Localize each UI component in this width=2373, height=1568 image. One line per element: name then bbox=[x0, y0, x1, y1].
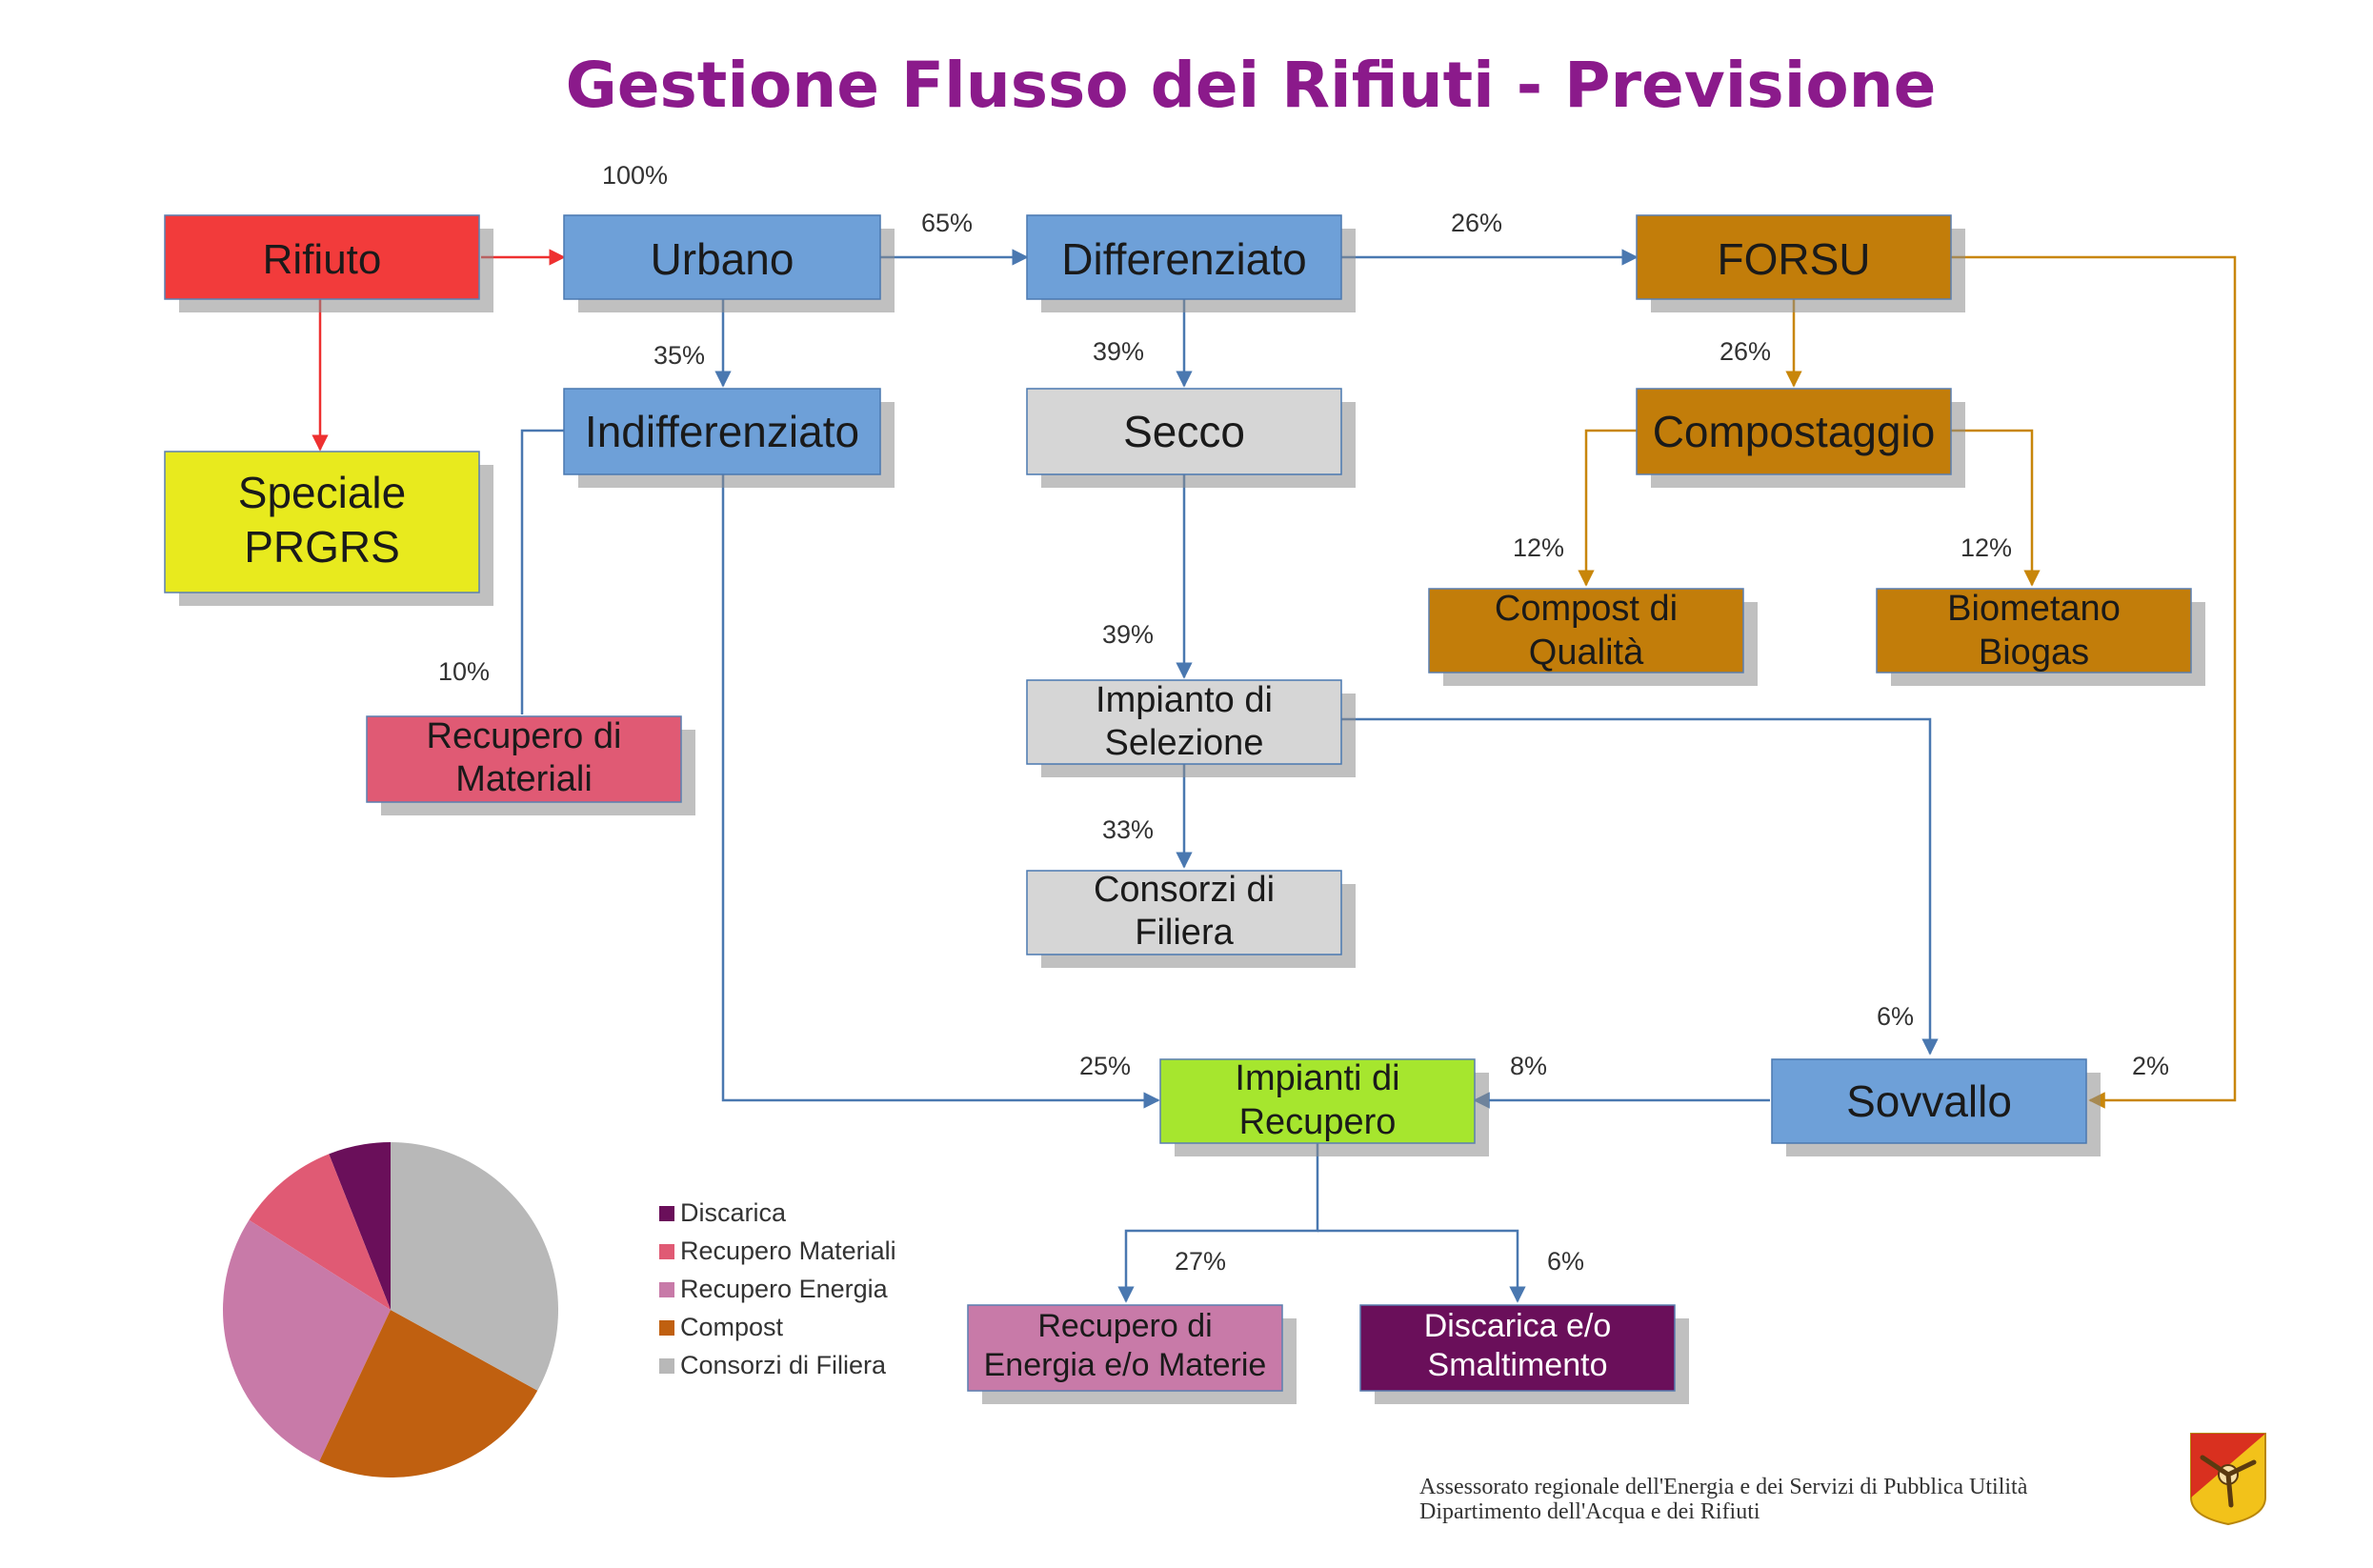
node-sovvallo: Sovvallo bbox=[1771, 1058, 2101, 1156]
node-consorzi-filiera-line2: Filiera bbox=[1135, 913, 1234, 953]
pct-urbano-total: 100% bbox=[602, 161, 668, 190]
legend-label: Discarica bbox=[680, 1198, 787, 1227]
node-forsu: FORSU bbox=[1636, 214, 1965, 312]
pct-selezione-consorzi: 33% bbox=[1102, 815, 1154, 844]
footer: Assessorato regionale dell'Energia e dei… bbox=[1419, 1475, 2028, 1524]
pie-chart bbox=[223, 1142, 559, 1478]
connectors bbox=[312, 249, 2237, 1303]
connector-impianti-energia bbox=[1117, 1143, 1319, 1303]
node-recupero-materiali-line2: Materiali bbox=[455, 759, 593, 799]
node-compostaggio-label: Compostaggio bbox=[1653, 407, 1936, 456]
node-impianto-selezione: Impianto di Selezione bbox=[1026, 679, 1356, 777]
node-urbano: Urbano bbox=[563, 214, 895, 312]
connector-compostaggio-biometano bbox=[1951, 429, 2041, 587]
node-differenziato-label: Differenziato bbox=[1061, 234, 1306, 284]
pct-differenziato-secco: 39% bbox=[1093, 337, 1144, 366]
node-biometano: Biometano Biogas bbox=[1876, 588, 2205, 686]
node-recupero-energia-line2: Energia e/o Materie bbox=[984, 1347, 1267, 1383]
legend-label: Recupero Materiali bbox=[680, 1236, 896, 1265]
node-indifferenziato-label: Indifferenziato bbox=[585, 407, 859, 456]
legend-label: Consorzi di Filiera bbox=[680, 1351, 887, 1379]
node-recupero-materiali-line1: Recupero di bbox=[427, 716, 622, 756]
node-biometano-line1: Biometano bbox=[1947, 589, 2121, 629]
legend-swatch bbox=[659, 1358, 674, 1374]
node-compost-qualita-line1: Compost di bbox=[1495, 589, 1678, 629]
node-compost-qualita-line2: Qualità bbox=[1529, 633, 1644, 673]
node-impianto-selezione-line2: Selezione bbox=[1105, 723, 1264, 763]
node-impianti-recupero-line1: Impianti di bbox=[1235, 1058, 1399, 1098]
node-impianto-selezione-line1: Impianto di bbox=[1096, 680, 1273, 720]
pct-secco-selezione: 39% bbox=[1102, 620, 1154, 649]
connector-forsu-sovvallo bbox=[1951, 255, 2237, 1109]
pct-indifferenziato-impianti: 25% bbox=[1079, 1052, 1131, 1080]
node-differenziato: Differenziato bbox=[1026, 214, 1356, 312]
node-discarica: Discarica e/o Smaltimento bbox=[1359, 1304, 1689, 1404]
node-recupero-energia: Recupero di Energia e/o Materie bbox=[967, 1304, 1297, 1404]
nodes: Rifiuto Speciale PRGRS Urbano Indifferen… bbox=[164, 214, 2205, 1404]
node-speciale-line1: Speciale bbox=[238, 468, 406, 517]
legend-swatch bbox=[659, 1320, 674, 1336]
node-sovvallo-label: Sovvallo bbox=[1846, 1076, 2012, 1126]
node-discarica-line2: Smaltimento bbox=[1428, 1347, 1608, 1383]
pct-indifferenziato-recupero: 10% bbox=[438, 657, 490, 686]
connector-compostaggio-compost bbox=[1578, 429, 1637, 587]
pct-compostaggio-compost: 12% bbox=[1513, 533, 1564, 562]
pct-urbano-differenziato: 65% bbox=[921, 209, 973, 237]
legend-swatch bbox=[659, 1206, 674, 1221]
node-biometano-line2: Biogas bbox=[1979, 633, 2089, 673]
percent-labels: 100% 65% 35% 26% 39% 26% 12% 12% 10% 39%… bbox=[438, 161, 2169, 1276]
node-rifiuto: Rifiuto bbox=[164, 214, 493, 312]
page-title: Gestione Flusso dei Rifiuti - Previsione bbox=[566, 49, 1937, 122]
node-secco-label: Secco bbox=[1123, 407, 1245, 456]
node-secco: Secco bbox=[1026, 388, 1356, 488]
node-forsu-label: FORSU bbox=[1718, 234, 1871, 284]
pct-forsu-sovvallo: 2% bbox=[2132, 1052, 2169, 1080]
connector-selezione-sovvallo bbox=[1341, 717, 1939, 1055]
pie-slice-recupero-energia bbox=[223, 1219, 391, 1462]
node-consorzi-filiera: Consorzi di Filiera bbox=[1026, 870, 1356, 968]
connector-impianti-discarica bbox=[1317, 1229, 1526, 1303]
footer-line1: Assessorato regionale dell'Energia e dei… bbox=[1419, 1475, 2028, 1499]
pct-selezione-sovvallo: 6% bbox=[1877, 1002, 1914, 1031]
trinacria-sicily-emblem-icon bbox=[2190, 1433, 2266, 1526]
legend-label: Recupero Energia bbox=[680, 1275, 889, 1303]
node-recupero-energia-line1: Recupero di bbox=[1037, 1308, 1212, 1344]
node-speciale-line2: PRGRS bbox=[244, 522, 400, 572]
footer-line2: Dipartimento dell'Acqua e dei Rifiuti bbox=[1419, 1499, 1760, 1524]
connector-indifferenziato-recupero bbox=[520, 429, 564, 714]
legend-swatch bbox=[659, 1244, 674, 1259]
node-compostaggio: Compostaggio bbox=[1636, 388, 1965, 488]
pie-slice-compost bbox=[319, 1310, 538, 1478]
node-rifiuto-label: Rifiuto bbox=[263, 236, 382, 283]
node-impianti-recupero: Impianti di Recupero bbox=[1159, 1058, 1489, 1156]
pct-urbano-indifferenziato: 35% bbox=[654, 341, 705, 370]
node-consorzi-filiera-line1: Consorzi di bbox=[1094, 870, 1275, 910]
node-compost-qualita: Compost di Qualità bbox=[1428, 588, 1758, 686]
pct-differenziato-forsu: 26% bbox=[1451, 209, 1502, 237]
pct-impianti-energia: 27% bbox=[1175, 1247, 1226, 1276]
pct-forsu-compostaggio: 26% bbox=[1719, 337, 1771, 366]
node-discarica-line1: Discarica e/o bbox=[1424, 1308, 1612, 1344]
node-urbano-label: Urbano bbox=[651, 234, 794, 284]
pie-slice-consorzi-di-filiera bbox=[391, 1142, 559, 1391]
legend-label: Compost bbox=[680, 1313, 784, 1341]
pct-impianti-discarica: 6% bbox=[1547, 1247, 1584, 1276]
pie-slice-recupero-materiali bbox=[249, 1154, 391, 1310]
node-indifferenziato: Indifferenziato bbox=[563, 388, 895, 488]
connector-indifferenziato-impianti bbox=[721, 474, 1160, 1109]
node-recupero-materiali: Recupero di Materiali bbox=[366, 715, 695, 815]
pie-slice-discarica bbox=[329, 1142, 391, 1310]
node-speciale: Speciale PRGRS bbox=[164, 451, 493, 606]
pct-compostaggio-biometano: 12% bbox=[1961, 533, 2012, 562]
pct-sovvallo-impianti: 8% bbox=[1510, 1052, 1547, 1080]
node-impianti-recupero-line2: Recupero bbox=[1239, 1102, 1397, 1142]
legend-swatch bbox=[659, 1282, 674, 1297]
